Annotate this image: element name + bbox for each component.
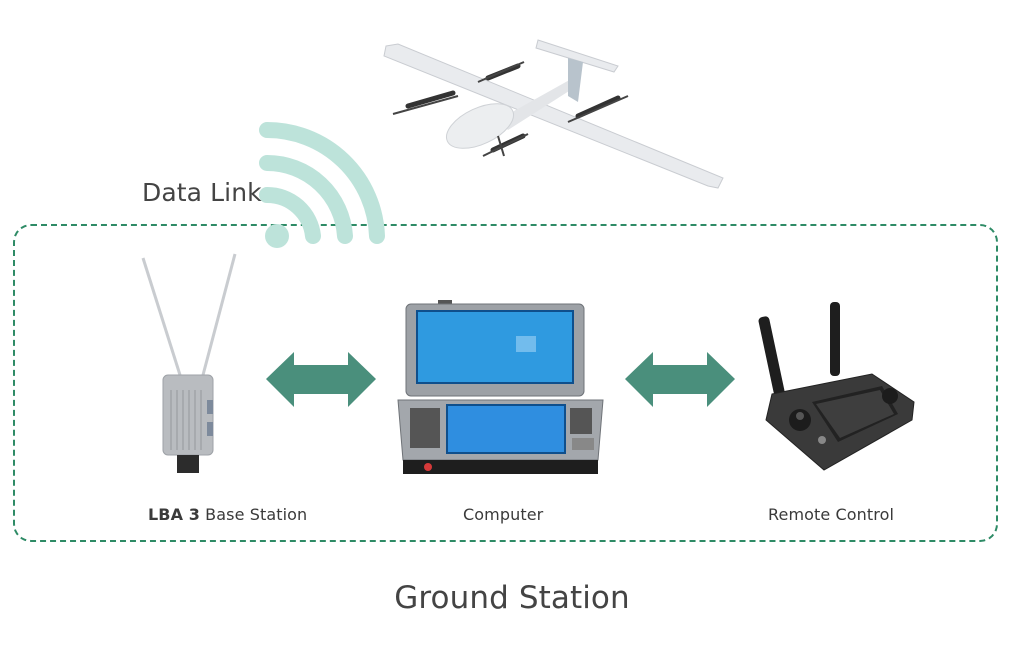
base-station-label: LBA 3 Base Station xyxy=(148,505,307,524)
data-link-label: Data Link xyxy=(142,178,262,207)
computer-label: Computer xyxy=(463,505,544,524)
bidirectional-arrow-icon xyxy=(266,352,376,407)
base-station-type: Base Station xyxy=(205,505,308,524)
ground-station-group-border xyxy=(13,224,998,542)
wifi-signal-icon xyxy=(259,122,385,248)
base-station-icon xyxy=(141,253,237,473)
drone-icon xyxy=(383,39,724,189)
bidirectional-arrow-icon xyxy=(625,352,735,407)
base-station-model: LBA 3 xyxy=(148,505,200,524)
ground-station-title: Ground Station xyxy=(394,580,630,616)
rugged-laptop-icon xyxy=(397,300,604,474)
remote-control-label: Remote Control xyxy=(768,505,895,524)
remote-controller-icon xyxy=(758,302,915,471)
